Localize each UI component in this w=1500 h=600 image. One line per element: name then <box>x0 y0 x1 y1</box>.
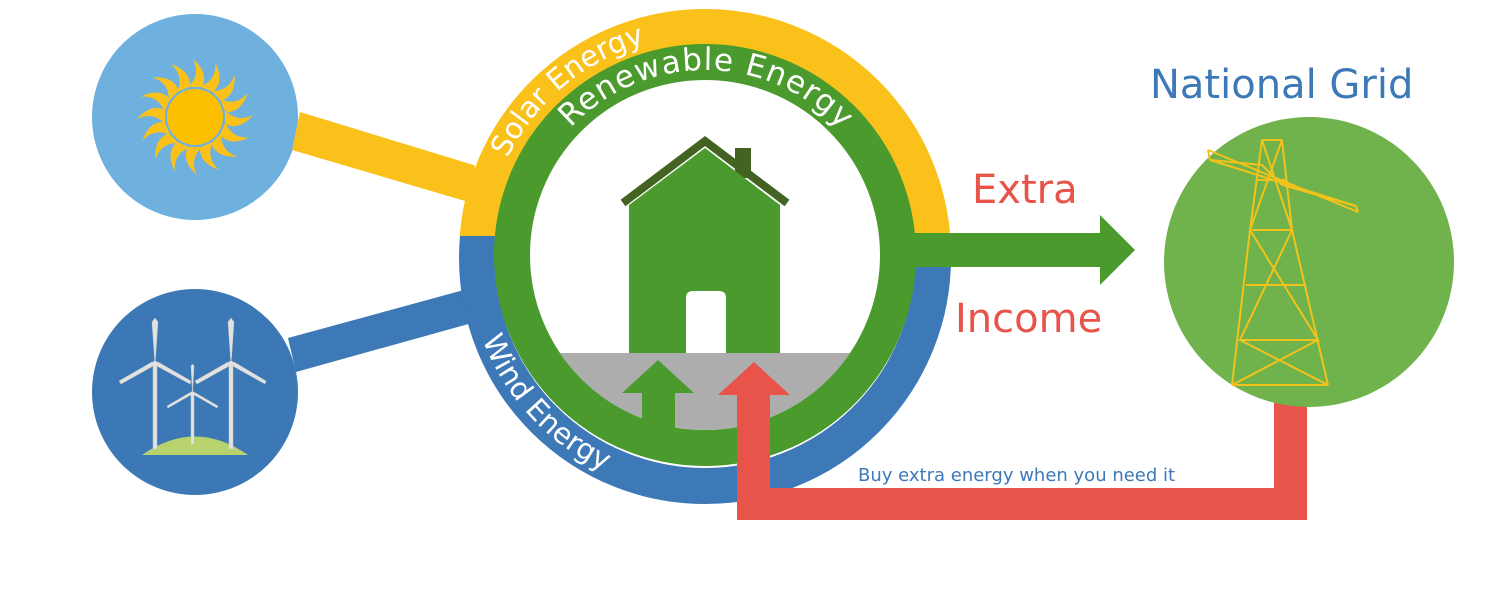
extra-label: Extra <box>972 167 1078 213</box>
national-grid-title: National Grid <box>1150 62 1413 108</box>
sun-ray <box>152 77 179 101</box>
sun-ray <box>140 92 170 112</box>
income-label: Income <box>955 296 1102 342</box>
solar-ring <box>459 9 951 236</box>
sun-ray <box>200 142 220 170</box>
pylon-icon <box>1207 139 1359 386</box>
import-arrow <box>718 362 1307 520</box>
sun-ray <box>170 142 190 172</box>
self-supply-arrow <box>622 360 694 440</box>
sun-ray <box>200 62 220 92</box>
sun-ray <box>211 133 238 157</box>
house-icon <box>620 135 790 353</box>
wind-turbines-icon <box>118 317 267 455</box>
sun-ray <box>155 133 179 160</box>
sun-ray <box>220 122 250 142</box>
sun-ray <box>137 107 165 124</box>
solar-source <box>92 14 298 220</box>
sun-ray <box>188 59 205 87</box>
sun-ray <box>170 64 190 92</box>
sun-ray <box>225 110 253 127</box>
sun-ray <box>185 147 202 175</box>
sun-ray <box>142 122 170 142</box>
sun-ray <box>220 92 248 112</box>
grid-circle <box>1164 117 1454 407</box>
wind-circle <box>92 289 298 495</box>
sun-ray <box>211 74 235 101</box>
door <box>686 291 726 353</box>
sun-icon <box>137 59 253 175</box>
sun-core <box>167 89 223 145</box>
wind-source <box>92 289 298 495</box>
export-arrow <box>905 215 1135 285</box>
buy-extra-label: Buy extra energy when you need it <box>858 465 1175 486</box>
national-grid <box>1164 117 1454 407</box>
